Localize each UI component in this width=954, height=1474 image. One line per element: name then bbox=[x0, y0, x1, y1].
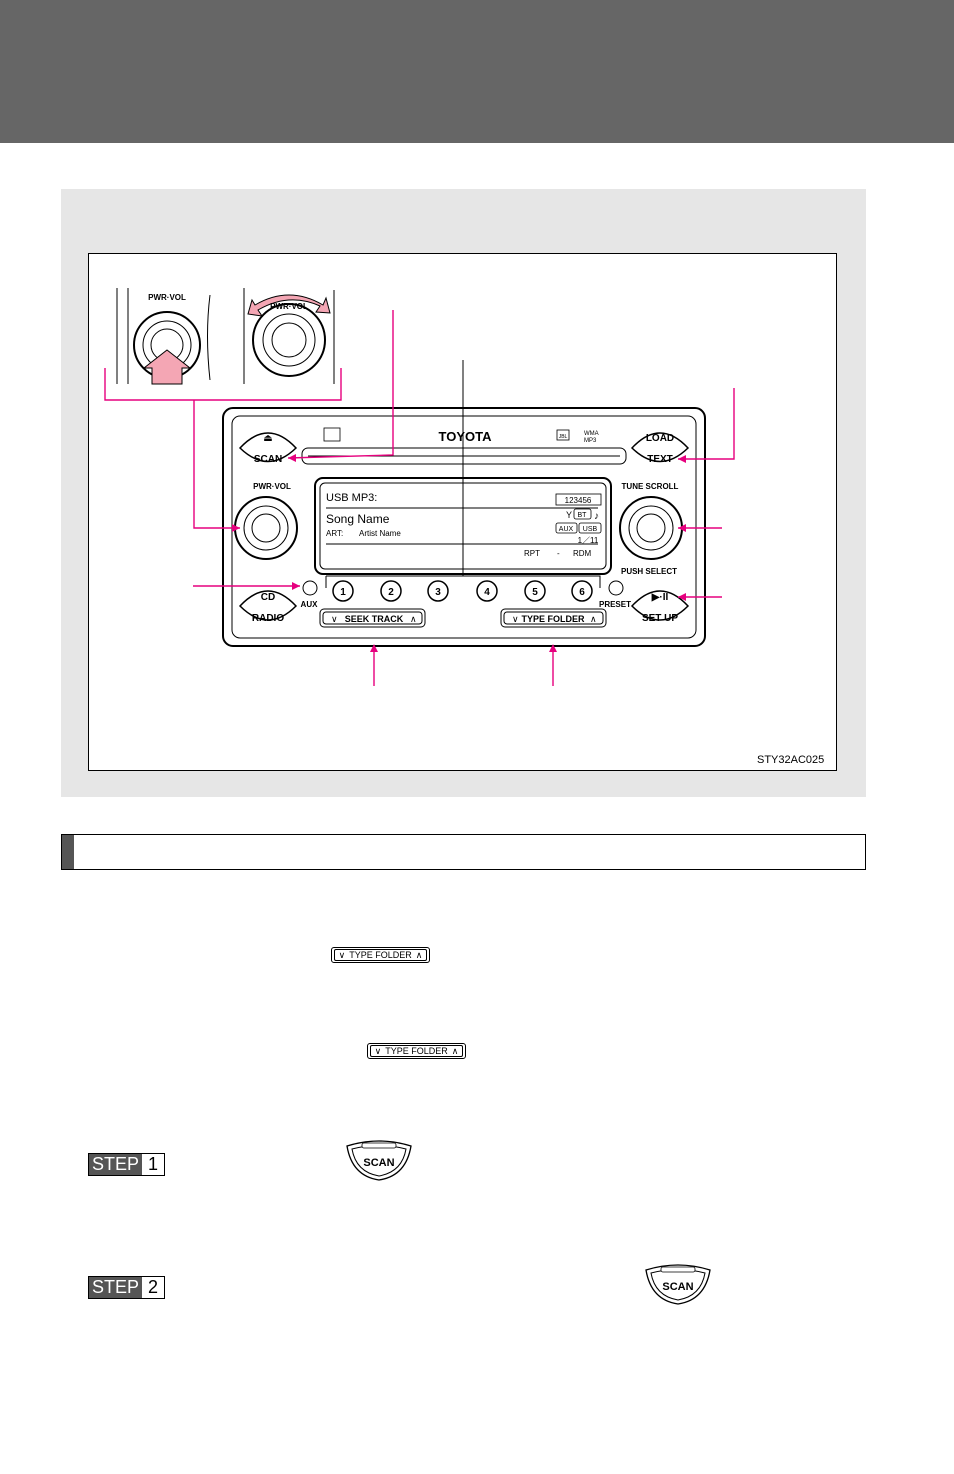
svg-text:PWR·VOL: PWR·VOL bbox=[253, 482, 291, 491]
section-tab bbox=[62, 835, 74, 869]
svg-text:Song Name: Song Name bbox=[326, 512, 390, 526]
preset-label-5: 5 bbox=[532, 587, 538, 598]
svg-text:∨: ∨ bbox=[512, 614, 519, 624]
chevron-down-icon: ∨ bbox=[338, 950, 346, 960]
leader-arrowheads bbox=[232, 454, 686, 652]
preset-label-4: 4 bbox=[484, 587, 490, 598]
preset-button-5 bbox=[524, 580, 546, 602]
svg-text:123456: 123456 bbox=[565, 496, 592, 505]
svg-text:LOAD: LOAD bbox=[646, 433, 674, 444]
svg-text:SCAN: SCAN bbox=[363, 1157, 394, 1169]
preset-reference-line bbox=[325, 360, 601, 588]
svg-text:∧: ∧ bbox=[590, 614, 597, 624]
preset-button-4 bbox=[476, 580, 498, 602]
svg-text:JBL: JBL bbox=[559, 434, 568, 440]
svg-text:1／11: 1／11 bbox=[578, 536, 599, 545]
svg-text:SET UP: SET UP bbox=[642, 613, 678, 624]
preset-label-6: 6 bbox=[579, 587, 585, 598]
svg-text:AUX: AUX bbox=[301, 600, 319, 609]
svg-text:AUX: AUX bbox=[559, 526, 574, 533]
svg-text:RADIO: RADIO bbox=[252, 613, 284, 624]
svg-text:USB MP3:: USB MP3: bbox=[326, 492, 377, 504]
scan-key-icon: SCAN bbox=[645, 1264, 711, 1305]
svg-text:∨: ∨ bbox=[331, 614, 338, 624]
preset-buttons: 1 2 3 4 5 6 bbox=[332, 580, 593, 602]
svg-text:SEEK TRACK: SEEK TRACK bbox=[345, 614, 404, 624]
svg-text:ART:: ART: bbox=[326, 529, 343, 538]
svg-text:PRESET: PRESET bbox=[599, 600, 631, 609]
figure-code: STY32AC025 bbox=[757, 754, 825, 766]
scan-key-icon: SCAN bbox=[346, 1140, 412, 1181]
svg-text:WMA: WMA bbox=[584, 431, 599, 437]
svg-text:Artist Name: Artist Name bbox=[359, 529, 401, 538]
chevron-up-icon: ∧ bbox=[415, 950, 423, 960]
pwr-vol-turn-inset: PWR·VOL bbox=[243, 288, 335, 384]
head-unit: TOYOTA JBL WMA MP3 ⏏ SCAN LOAD TEXT PWR·… bbox=[222, 407, 706, 647]
step-number: 1 bbox=[142, 1154, 165, 1175]
svg-text:-: - bbox=[557, 549, 560, 558]
svg-text:PUSH SELECT: PUSH SELECT bbox=[621, 567, 677, 576]
svg-text:∧: ∧ bbox=[410, 614, 417, 624]
svg-text:SCAN: SCAN bbox=[254, 454, 282, 465]
svg-text:RPT: RPT bbox=[524, 549, 540, 558]
svg-text:TEXT: TEXT bbox=[647, 454, 673, 465]
chevron-up-icon: ∧ bbox=[451, 1046, 459, 1056]
preset-button-6 bbox=[571, 580, 593, 602]
svg-text:SCAN: SCAN bbox=[662, 1281, 693, 1293]
step-word: STEP bbox=[89, 1154, 143, 1175]
svg-text:MP3: MP3 bbox=[584, 438, 597, 444]
preset-button-2 bbox=[380, 580, 402, 602]
preset-label-2: 2 bbox=[388, 587, 394, 598]
preset-button-1 bbox=[332, 580, 354, 602]
type-folder-label: TYPE FOLDER bbox=[385, 1046, 448, 1056]
section-bar bbox=[61, 834, 866, 870]
svg-text:⏏: ⏏ bbox=[263, 433, 272, 444]
svg-text:Y: Y bbox=[566, 510, 572, 520]
type-folder-label: TYPE FOLDER bbox=[349, 950, 412, 960]
pwr-vol-push-inset: PWR·VOL bbox=[116, 288, 211, 385]
svg-text:CD: CD bbox=[261, 592, 275, 603]
type-folder-inline-button-1: ∨TYPE FOLDER∧ bbox=[331, 947, 430, 963]
svg-text:BT: BT bbox=[578, 512, 588, 519]
svg-text:▶·II: ▶·II bbox=[651, 592, 669, 603]
type-folder-inline-button-2: ∨TYPE FOLDER∧ bbox=[367, 1043, 466, 1059]
preset-label-3: 3 bbox=[435, 587, 441, 598]
svg-text:RDM: RDM bbox=[573, 549, 592, 558]
svg-text:PWR·VOL: PWR·VOL bbox=[148, 293, 186, 302]
step-number: 2 bbox=[142, 1277, 165, 1298]
svg-text:TOYOTA: TOYOTA bbox=[439, 429, 493, 444]
svg-text:USB: USB bbox=[583, 526, 598, 533]
step-word: STEP bbox=[89, 1277, 143, 1298]
preset-button-3 bbox=[427, 580, 449, 602]
svg-text:PWR·VOL: PWR·VOL bbox=[270, 302, 308, 311]
svg-text:TYPE FOLDER: TYPE FOLDER bbox=[521, 614, 585, 624]
svg-text:♪: ♪ bbox=[594, 511, 599, 522]
header-band bbox=[0, 0, 954, 143]
preset-label-1: 1 bbox=[340, 587, 346, 598]
svg-text:TUNE SCROLL: TUNE SCROLL bbox=[622, 482, 679, 491]
chevron-down-icon: ∨ bbox=[374, 1046, 382, 1056]
audio-unit-diagram: PWR·VOL PWR·VOL TOYOTA JBL WMA MP3 ⏏ SCA… bbox=[104, 288, 735, 686]
